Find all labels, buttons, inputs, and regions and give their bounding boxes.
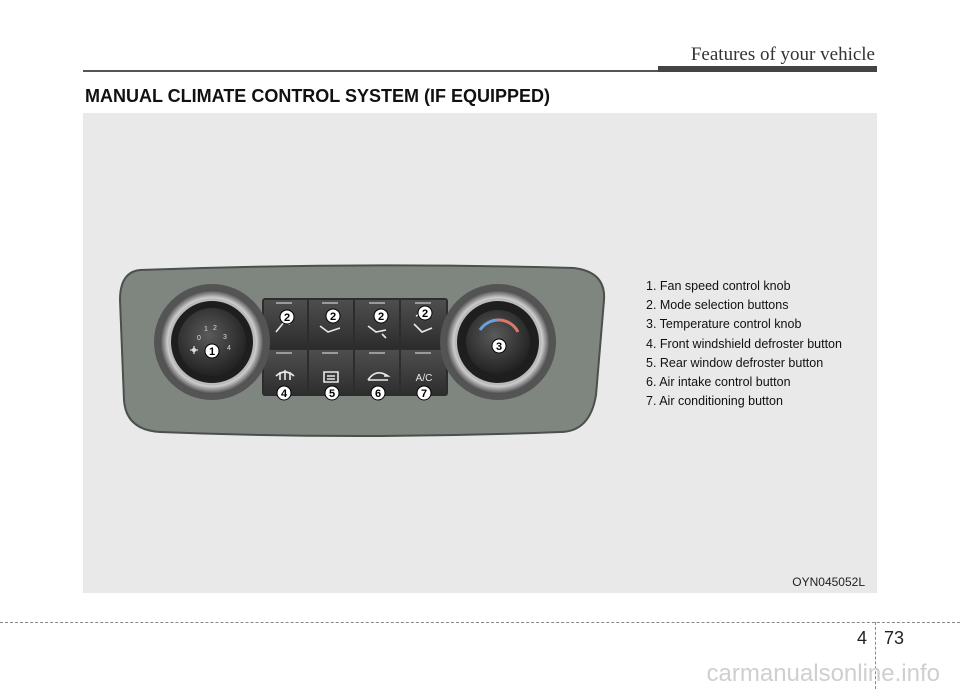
callout-5-label: 5 <box>329 388 335 400</box>
fan-tick-2: 2 <box>213 325 217 332</box>
fan-tick-3: 3 <box>223 334 227 341</box>
header-rule-accent <box>658 66 877 72</box>
callout-7 <box>416 385 432 401</box>
fan-speed-knob: 0 1 2 3 4 <box>154 284 270 400</box>
rear-defrost-icon <box>323 371 339 383</box>
air-intake-icon <box>367 372 391 381</box>
page-title: MANUAL CLIMATE CONTROL SYSTEM (IF EQUIPP… <box>85 86 551 106</box>
callout-2a <box>279 309 295 325</box>
footer-chapter-number: 4 <box>857 628 868 648</box>
temp-scale-hot <box>497 318 520 333</box>
callout-2b-label: 2 <box>330 311 336 323</box>
legend-item: 6. Air intake control button <box>646 375 791 390</box>
indicator-bars <box>276 302 431 354</box>
watermark[interactable]: carmanualsonline.info <box>706 660 940 687</box>
legend-item: 1. Fan speed control knob <box>646 279 791 293</box>
temp-scale-cold <box>478 318 499 331</box>
fan-icon <box>190 346 198 354</box>
legend-item: 5. Rear window defroster button <box>646 355 824 370</box>
mode-floor-icon <box>367 325 387 339</box>
figure-code: OYN045052L <box>792 575 865 589</box>
callout-2b <box>325 308 341 324</box>
callout-2c <box>373 308 389 324</box>
header-rule <box>83 70 663 72</box>
legend-item: 2. Mode selection buttons <box>646 298 789 313</box>
callout-3-label: 3 <box>496 341 502 353</box>
callout-2a-label: 2 <box>284 312 290 324</box>
front-defrost-icon <box>275 370 295 380</box>
fan-tick-1: 1 <box>204 326 208 333</box>
callout-4-label: 4 <box>281 388 288 400</box>
fan-tick-4: 4 <box>227 345 231 352</box>
ac-label: A/C <box>416 373 433 384</box>
legend-item: 4. Front windshield defroster button <box>646 336 842 351</box>
legend-list: 1. Fan speed control knob 2. Mode select… <box>646 277 842 411</box>
callout-6 <box>370 385 386 401</box>
callout-2d <box>417 305 433 321</box>
callout-1-label: 1 <box>209 346 215 358</box>
callout-7-label: 7 <box>421 388 427 400</box>
callout-1 <box>204 343 220 359</box>
callout-4 <box>276 385 292 401</box>
callout-3 <box>491 338 507 354</box>
callout-2d-label: 2 <box>422 308 428 320</box>
mode-button-3 <box>355 300 399 346</box>
footer-rule <box>0 622 960 623</box>
footer-divider <box>875 622 876 689</box>
callout-6-label: 6 <box>375 388 381 400</box>
callout-2c-label: 2 <box>378 311 384 323</box>
legend-item: 3. Temperature control knob <box>646 317 802 332</box>
legend-item: 7. Air conditioning button <box>646 394 783 409</box>
footer-page-number: 73 <box>884 628 905 648</box>
callout-5 <box>324 385 340 401</box>
header-section-title: Features of your vehicle <box>690 44 875 65</box>
fan-tick-0: 0 <box>197 335 201 342</box>
